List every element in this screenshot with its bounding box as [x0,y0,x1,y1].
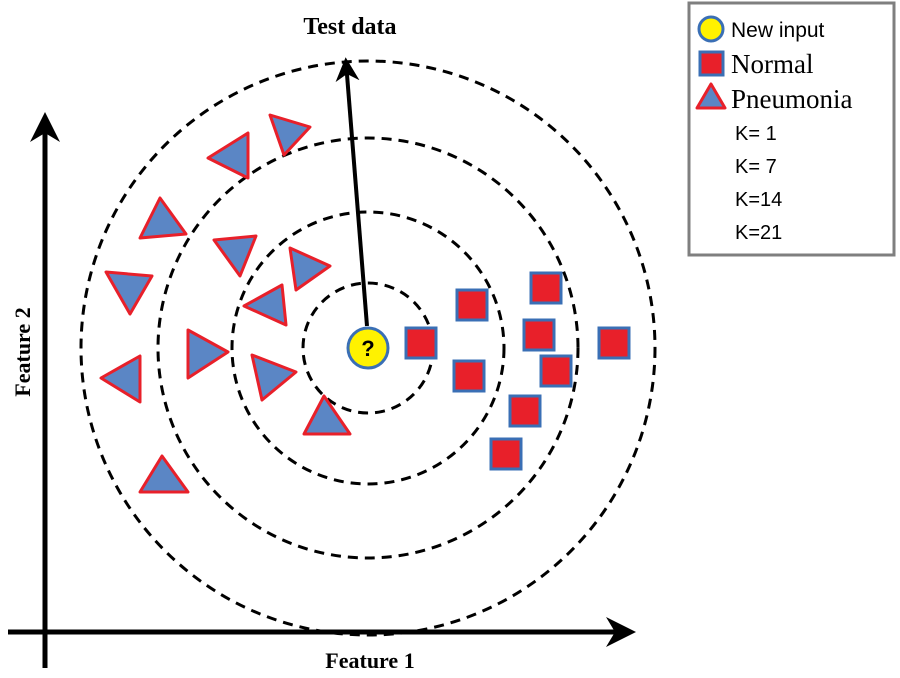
pneumonia-point [288,246,332,292]
k7-boundary [230,210,506,486]
pneumonia-point [104,270,154,316]
new-input-point [346,326,390,370]
pneumonia-points [99,113,352,494]
normal-point [508,394,542,428]
pneumonia-point [99,354,142,404]
red-square-icon [698,50,725,77]
pneumonia-point [138,454,190,494]
legend-k7: K= 7 [735,156,777,178]
normal-point [529,271,563,305]
test-data-arrow [335,57,369,327]
normal-point [455,288,489,322]
legend-k1: K= 1 [735,123,777,145]
pneumonia-point [186,328,230,380]
x-axis-label: Feature 1 [325,648,414,673]
normal-point [452,359,486,393]
legend-k21: K=21 [735,222,782,244]
normal-point [522,318,556,352]
k21-boundary [79,59,657,637]
pneumonia-point [250,353,298,402]
normal-point [489,437,523,471]
pneumonia-point [302,394,352,436]
legend-k14: K=14 [735,189,782,211]
legend: New input Normal Pneumonia K= 1 K= 7 K=1… [687,1,896,257]
normal-points [404,271,631,471]
k14-boundary [156,136,580,560]
legend-new-input: New input [731,19,825,42]
legend-pneumonia: Pneumonia [731,84,853,114]
normal-point [597,326,631,360]
yellow-circle-icon [697,15,725,43]
pneumonia-point [138,196,188,240]
blue-triangle-icon [695,82,727,110]
pneumonia-point [268,113,312,157]
normal-point [404,326,438,360]
legend-box [687,1,896,257]
query-mark: ? [361,336,374,361]
pneumonia-point [212,234,258,278]
normal-point [539,354,573,388]
test-data-label: Test data [303,14,396,40]
pneumonia-point [242,283,288,327]
y-axis-label: Feature 2 [10,307,35,396]
legend-normal: Normal [731,49,813,79]
pneumonia-point [206,131,250,180]
